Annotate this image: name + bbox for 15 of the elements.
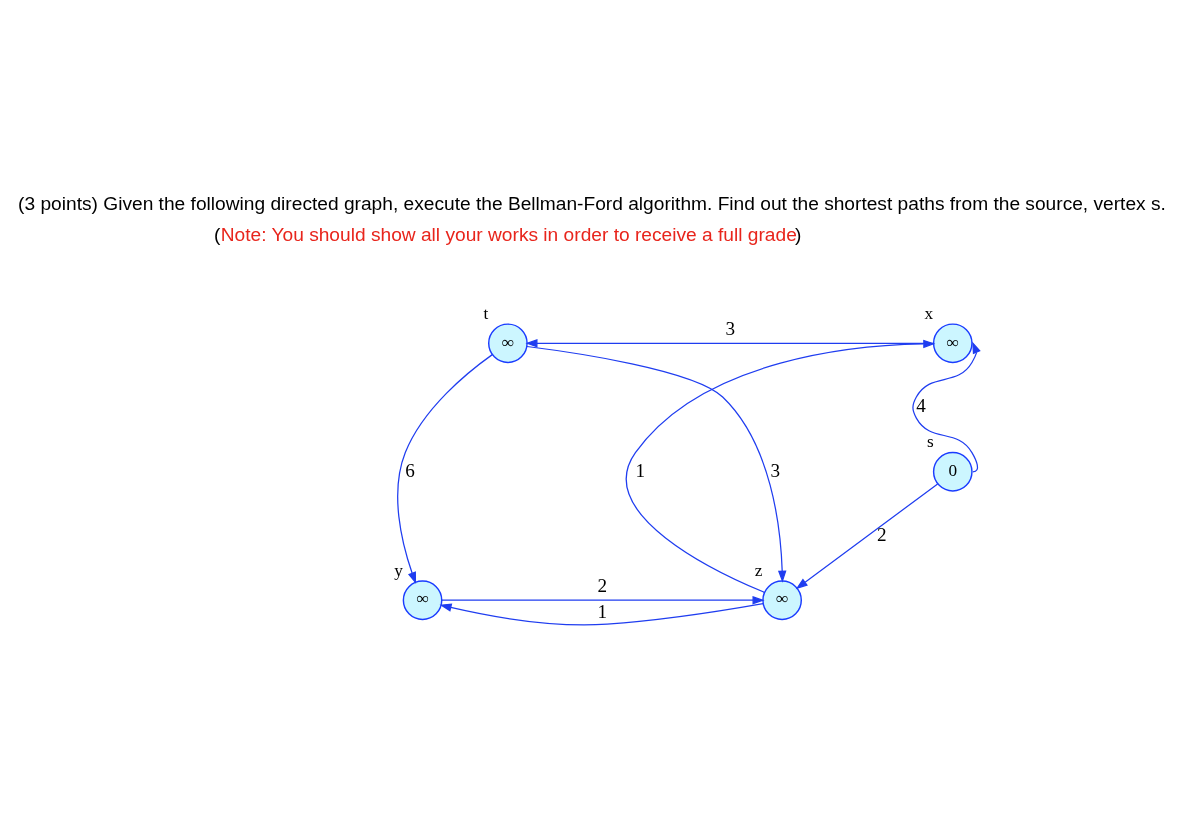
label: (Note: You should show all your works in order to receive a full grade) bbox=[214, 223, 802, 245]
diagram-title: (3 points) Given the following directed graph, execute the Bellman-Ford algorithm. Find out the shortest paths from the source, vertex s. bbox=[18, 193, 1166, 215]
node-label: y bbox=[394, 560, 403, 580]
edge-label: 2 bbox=[597, 574, 608, 596]
node-label: t bbox=[483, 303, 489, 323]
edge-label: 1 bbox=[635, 459, 645, 481]
node-label: z bbox=[754, 560, 763, 580]
edge-label: 6 bbox=[405, 459, 415, 481]
edge-label: 4 bbox=[916, 395, 926, 417]
node-label: x bbox=[924, 303, 934, 323]
edge-label: 3 bbox=[770, 459, 781, 481]
node-label: s bbox=[926, 432, 934, 452]
edge-label: 2 bbox=[877, 523, 887, 545]
edge-label: 3 bbox=[725, 317, 736, 339]
edge-label: 1 bbox=[597, 601, 608, 623]
